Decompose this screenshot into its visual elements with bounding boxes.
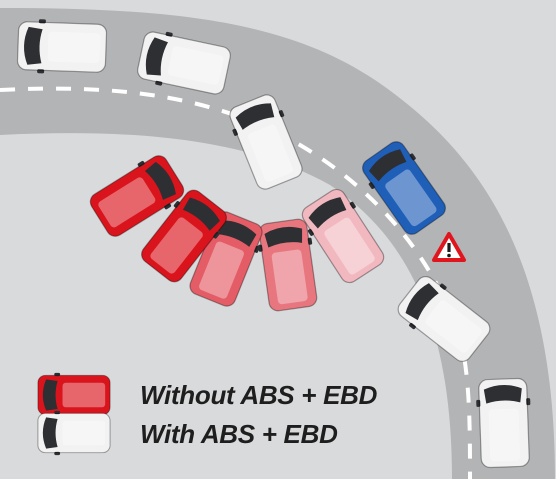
legend-with-abs-label: With ABS + EBD	[140, 419, 338, 449]
lane-marking	[0, 86, 472, 479]
legend-without-abs-label: Without ABS + EBD	[140, 380, 378, 410]
legend-with-abs-icon	[37, 410, 111, 456]
warning-triangle-icon	[432, 232, 466, 262]
with-abs-vehicle	[16, 17, 108, 77]
curved-road	[0, 8, 555, 479]
with-abs-vehicle	[474, 377, 534, 469]
legend-without-abs-icon	[37, 372, 111, 418]
